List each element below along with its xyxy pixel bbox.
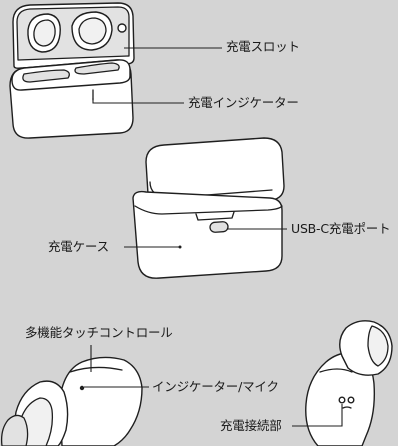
label-charging-case: 充電ケース [48, 239, 109, 254]
leader-charging-indicator [92, 98, 184, 104]
open-charging-case [9, 2, 135, 139]
label-usb-c-port: USB-C充電ポート [291, 221, 391, 236]
earbud-right [305, 320, 393, 446]
label-charging-indicator: 充電インジケーター [188, 95, 299, 110]
label-indicator-mic: インジケーター/マイク [152, 379, 279, 394]
earbud-left [0, 356, 143, 446]
closed-charging-case [132, 137, 285, 279]
leader-charging-case-dot [178, 245, 182, 249]
leader-lines [84, 47, 343, 427]
label-multi-touch-control: 多機能タッチコントロール [25, 325, 173, 340]
label-charging-slot: 充電スロット [226, 39, 300, 54]
leader-charging-contacts [292, 404, 343, 427]
label-charging-contacts: 充電接続部 [220, 418, 282, 433]
